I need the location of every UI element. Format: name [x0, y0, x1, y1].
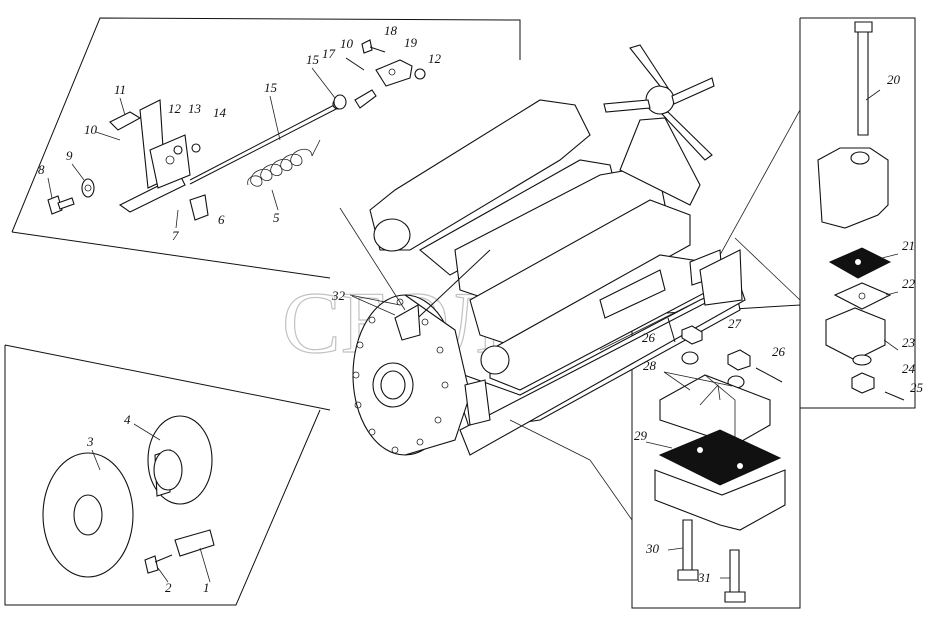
rear-mount-parts	[654, 317, 786, 603]
callout-11: 11	[114, 82, 126, 97]
callout-21: 21	[902, 238, 915, 253]
callout-26b: 26	[772, 344, 786, 359]
callout-22: 22	[902, 276, 916, 291]
throttle-linkage-parts	[47, 39, 426, 221]
callout-25: 25	[910, 380, 924, 395]
callout-14: 14	[213, 105, 227, 120]
callout-31: 31	[697, 570, 711, 585]
callout-27: 27	[728, 316, 742, 331]
callout-12b: 12	[428, 51, 442, 66]
callout-3: 3	[86, 434, 94, 449]
callout-10b: 10	[340, 36, 354, 51]
front-mount-parts	[817, 21, 905, 401]
panel-flywheel	[4, 344, 331, 606]
callout-32: 32	[331, 288, 346, 303]
callout-labels: 1 2 3 4 5 6 7 8 9 10 11 12 12 13 14 15 1…	[38, 23, 924, 595]
callout-19: 19	[404, 35, 418, 50]
engine-block	[352, 44, 746, 456]
panel-throttle-linkage	[11, 17, 521, 279]
return-spring	[247, 139, 321, 187]
callout-leaders	[47, 67, 899, 583]
callout-10: 10	[84, 122, 98, 137]
callout-15b: 15	[306, 52, 320, 67]
leader-lines	[339, 109, 801, 521]
callout-5: 5	[273, 210, 280, 225]
callout-1: 1	[203, 580, 210, 595]
callout-6: 6	[218, 212, 225, 227]
callout-7: 7	[172, 228, 179, 243]
callout-9: 9	[66, 148, 73, 163]
callout-13: 13	[188, 101, 202, 116]
callout-28: 28	[643, 358, 657, 373]
fan	[603, 44, 715, 206]
panel-rear-mount	[631, 304, 801, 609]
callout-17: 17	[322, 46, 336, 61]
callout-20: 20	[887, 72, 901, 87]
flywheel-parts	[42, 415, 215, 578]
callout-2: 2	[165, 580, 172, 595]
panel-front-mount	[799, 17, 916, 409]
callout-18: 18	[384, 23, 398, 38]
callout-29: 29	[634, 428, 648, 443]
callout-12: 12	[168, 101, 182, 116]
callout-24: 24	[902, 361, 916, 376]
callout-8: 8	[38, 162, 45, 177]
callout-4: 4	[124, 412, 131, 427]
callout-23: 23	[902, 335, 916, 350]
callout-15: 15	[264, 80, 278, 95]
callout-26: 26	[642, 330, 656, 345]
callout-30: 30	[645, 541, 660, 556]
bell-housing	[352, 294, 471, 456]
